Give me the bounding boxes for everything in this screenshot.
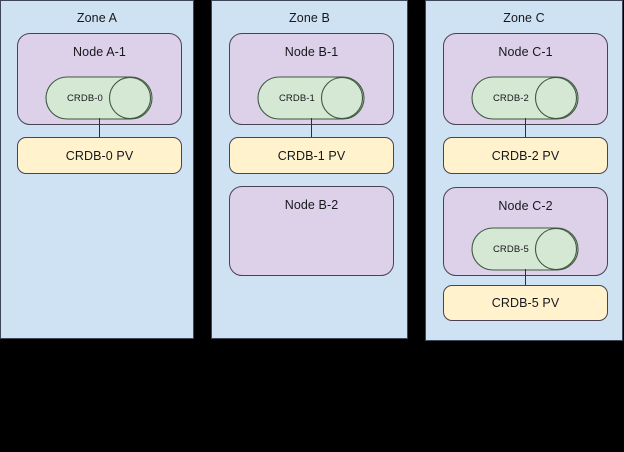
node-title-c-1: Node C-1 <box>498 45 553 59</box>
node-title-b-2: Node B-2 <box>284 198 339 212</box>
connector-node-c-1-to-pv <box>525 118 527 138</box>
database-label-crdb-5: CRDB-5 <box>492 243 529 255</box>
zone-container-b: Zone B Node B-1 CRDB-1 CRDB-1 PV Node B-… <box>211 0 408 339</box>
zone-container-a: Zone A Node A-1 CRDB-0 CRDB-0 PV <box>0 0 194 339</box>
database-label-crdb-1: CRDB-1 <box>278 92 315 104</box>
zone-title-c: Zone C <box>503 11 545 25</box>
database-cylinder-crdb-5: CRDB-5 <box>471 227 579 271</box>
zone-title-a: Zone A <box>76 11 118 25</box>
node-box-b-2: Node B-2 <box>229 186 394 276</box>
database-label-crdb-2: CRDB-2 <box>492 92 529 104</box>
node-title-c-2: Node C-2 <box>498 199 553 213</box>
volume-label-crdb-2-pv: CRDB-2 PV <box>491 148 560 163</box>
volume-label-crdb-5-pv: CRDB-5 PV <box>491 296 560 310</box>
volume-label-crdb-0-pv: CRDB-0 PV <box>65 148 134 163</box>
node-box-c-1: Node C-1 CRDB-2 <box>443 33 608 125</box>
database-cylinder-crdb-1: CRDB-1 <box>257 76 365 120</box>
volume-box-crdb-5-pv: CRDB-5 PV <box>443 285 608 321</box>
node-box-c-2: Node C-2 CRDB-5 <box>443 187 608 276</box>
database-cylinder-crdb-2: CRDB-2 <box>471 76 579 120</box>
connector-node-c-2-to-pv <box>525 269 527 287</box>
volume-box-crdb-2-pv: CRDB-2 PV <box>443 137 608 174</box>
node-title-a-1: Node A-1 <box>73 45 126 59</box>
volume-label-crdb-1-pv: CRDB-1 PV <box>277 148 346 163</box>
node-title-b-1: Node B-1 <box>284 45 339 59</box>
volume-box-crdb-1-pv: CRDB-1 PV <box>229 137 394 174</box>
node-box-b-1: Node B-1 CRDB-1 <box>229 33 394 125</box>
database-label-crdb-0: CRDB-0 <box>66 92 103 104</box>
zone-container-c: Zone C Node C-1 CRDB-2 CRDB-2 PV Node C-… <box>425 0 623 341</box>
database-cylinder-crdb-0: CRDB-0 <box>45 76 153 120</box>
volume-box-crdb-0-pv: CRDB-0 PV <box>17 137 182 174</box>
zone-title-b: Zone B <box>289 11 330 25</box>
node-box-a-1: Node A-1 CRDB-0 <box>17 33 182 125</box>
connector-node-a-1-to-pv <box>99 118 101 138</box>
connector-node-b-1-to-pv <box>311 118 313 138</box>
